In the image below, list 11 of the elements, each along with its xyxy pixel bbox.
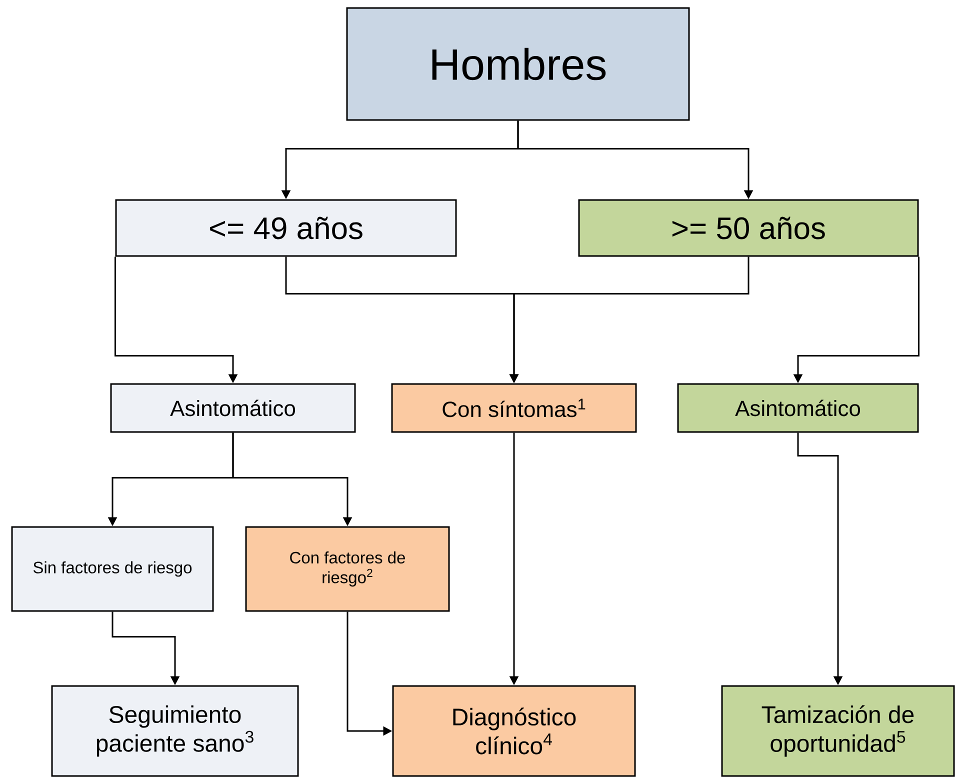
flow-box: >= 50 años [578,199,919,257]
flow-box: <= 49 años [115,199,457,257]
flow-box: Sin factores de riesgo [11,526,214,612]
flow-box: Tamización de oportunidad$^{5}$ [721,685,955,777]
flow-box: Asintomático [677,383,919,433]
flow-box: Asintomático [110,383,356,433]
flow-box: Con síntomas$^{1}$ [391,383,637,433]
flow-box: Seguimiento paciente sano$^{3}$ [51,685,299,777]
flow-box: Con factores de riesgo$^{2}$ [245,526,450,612]
flow-box: Hombres [346,7,690,121]
flow-box: Diagnóstico clínico$^{4}$ [392,685,636,777]
